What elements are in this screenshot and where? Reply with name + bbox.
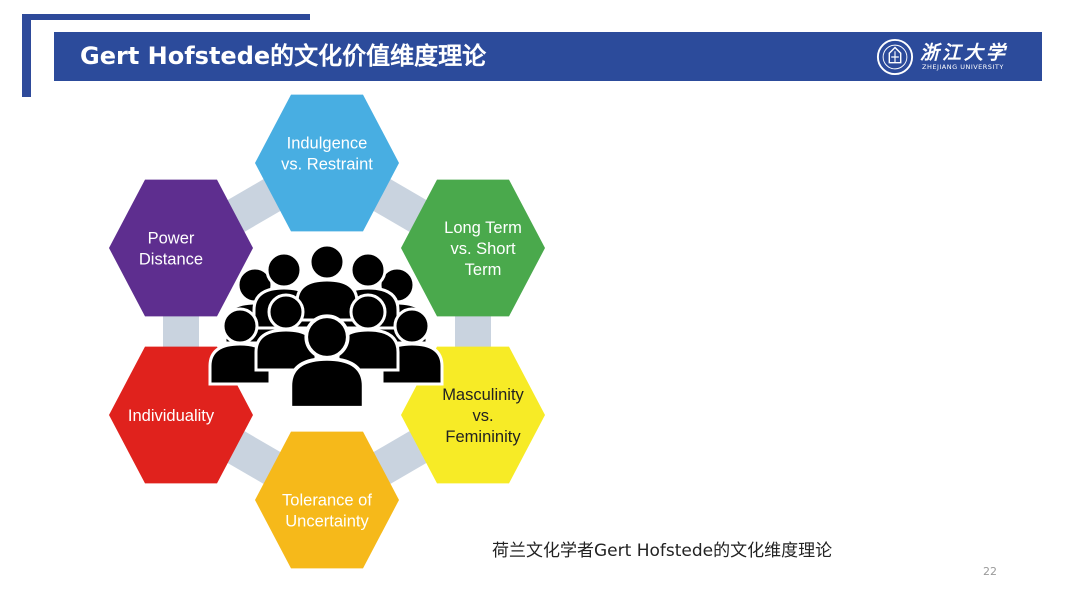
hexagon-label-masculinity: vs. [472,407,493,425]
hexagon-connectors [163,176,491,487]
connector-2 [368,428,432,487]
hexagon-label-indulgence: Indulgence [287,135,368,153]
title-banner: Gert Hofstede的文化价值维度理论 浙江大学 ZHEJIANG UNI… [54,32,1042,81]
hexagon-label-uncertainty: Uncertainty [285,513,369,531]
university-name-english: ZHEJIANG UNIVERSITY [922,63,1004,71]
slide-caption: 荷兰文化学者Gert Hofstede的文化维度理论 [492,541,833,561]
hexagon-label-long-term: Long Term [444,219,522,237]
accent-bar-top [22,14,310,20]
connector-1 [455,305,491,358]
hexagon-label-indulgence: vs. Restraint [281,156,373,174]
person-icon [380,307,444,386]
university-logo: 浙江大学 ZHEJIANG UNIVERSITY [876,36,1036,78]
hexagon-label-long-term: vs. Short [450,240,516,258]
connector-5 [222,176,286,235]
hexagon-uncertainty: Tolerance of Uncertainty [255,431,399,569]
slide-title: Gert Hofstede的文化价值维度理论 [80,42,487,70]
hexagon-label-masculinity: Masculinity [442,386,524,404]
hexagon-label-long-term: Term [465,261,502,279]
connector-3 [222,428,286,487]
hexagon-label-power-distance: Distance [139,251,203,269]
hexagon-shape-indulgence [255,94,399,232]
hexagon-label-uncertainty: Tolerance of [282,492,372,510]
hexagon-indulgence: Indulgence vs. Restraint [255,94,399,232]
person-icon [295,243,359,322]
people-group-icon [208,243,444,410]
accent-bar-left [22,14,31,97]
zhejiang-university-emblem-icon [876,38,914,76]
person-icon [254,293,318,372]
hexagon-shape-long-term [401,179,545,317]
connector-0 [368,176,432,235]
hexagon-shape-uncertainty [255,431,399,569]
hexagon-label-individuality: Individuality [128,407,215,425]
hexagon-shape-power-distance [109,179,253,317]
connector-4 [163,305,199,358]
person-icon [288,314,366,410]
page-number: 22 [983,565,997,578]
hexagon-label-power-distance: Power [148,230,195,248]
hexagon-label-masculinity: Femininity [445,428,521,446]
university-name: 浙江大学 [920,42,1009,64]
